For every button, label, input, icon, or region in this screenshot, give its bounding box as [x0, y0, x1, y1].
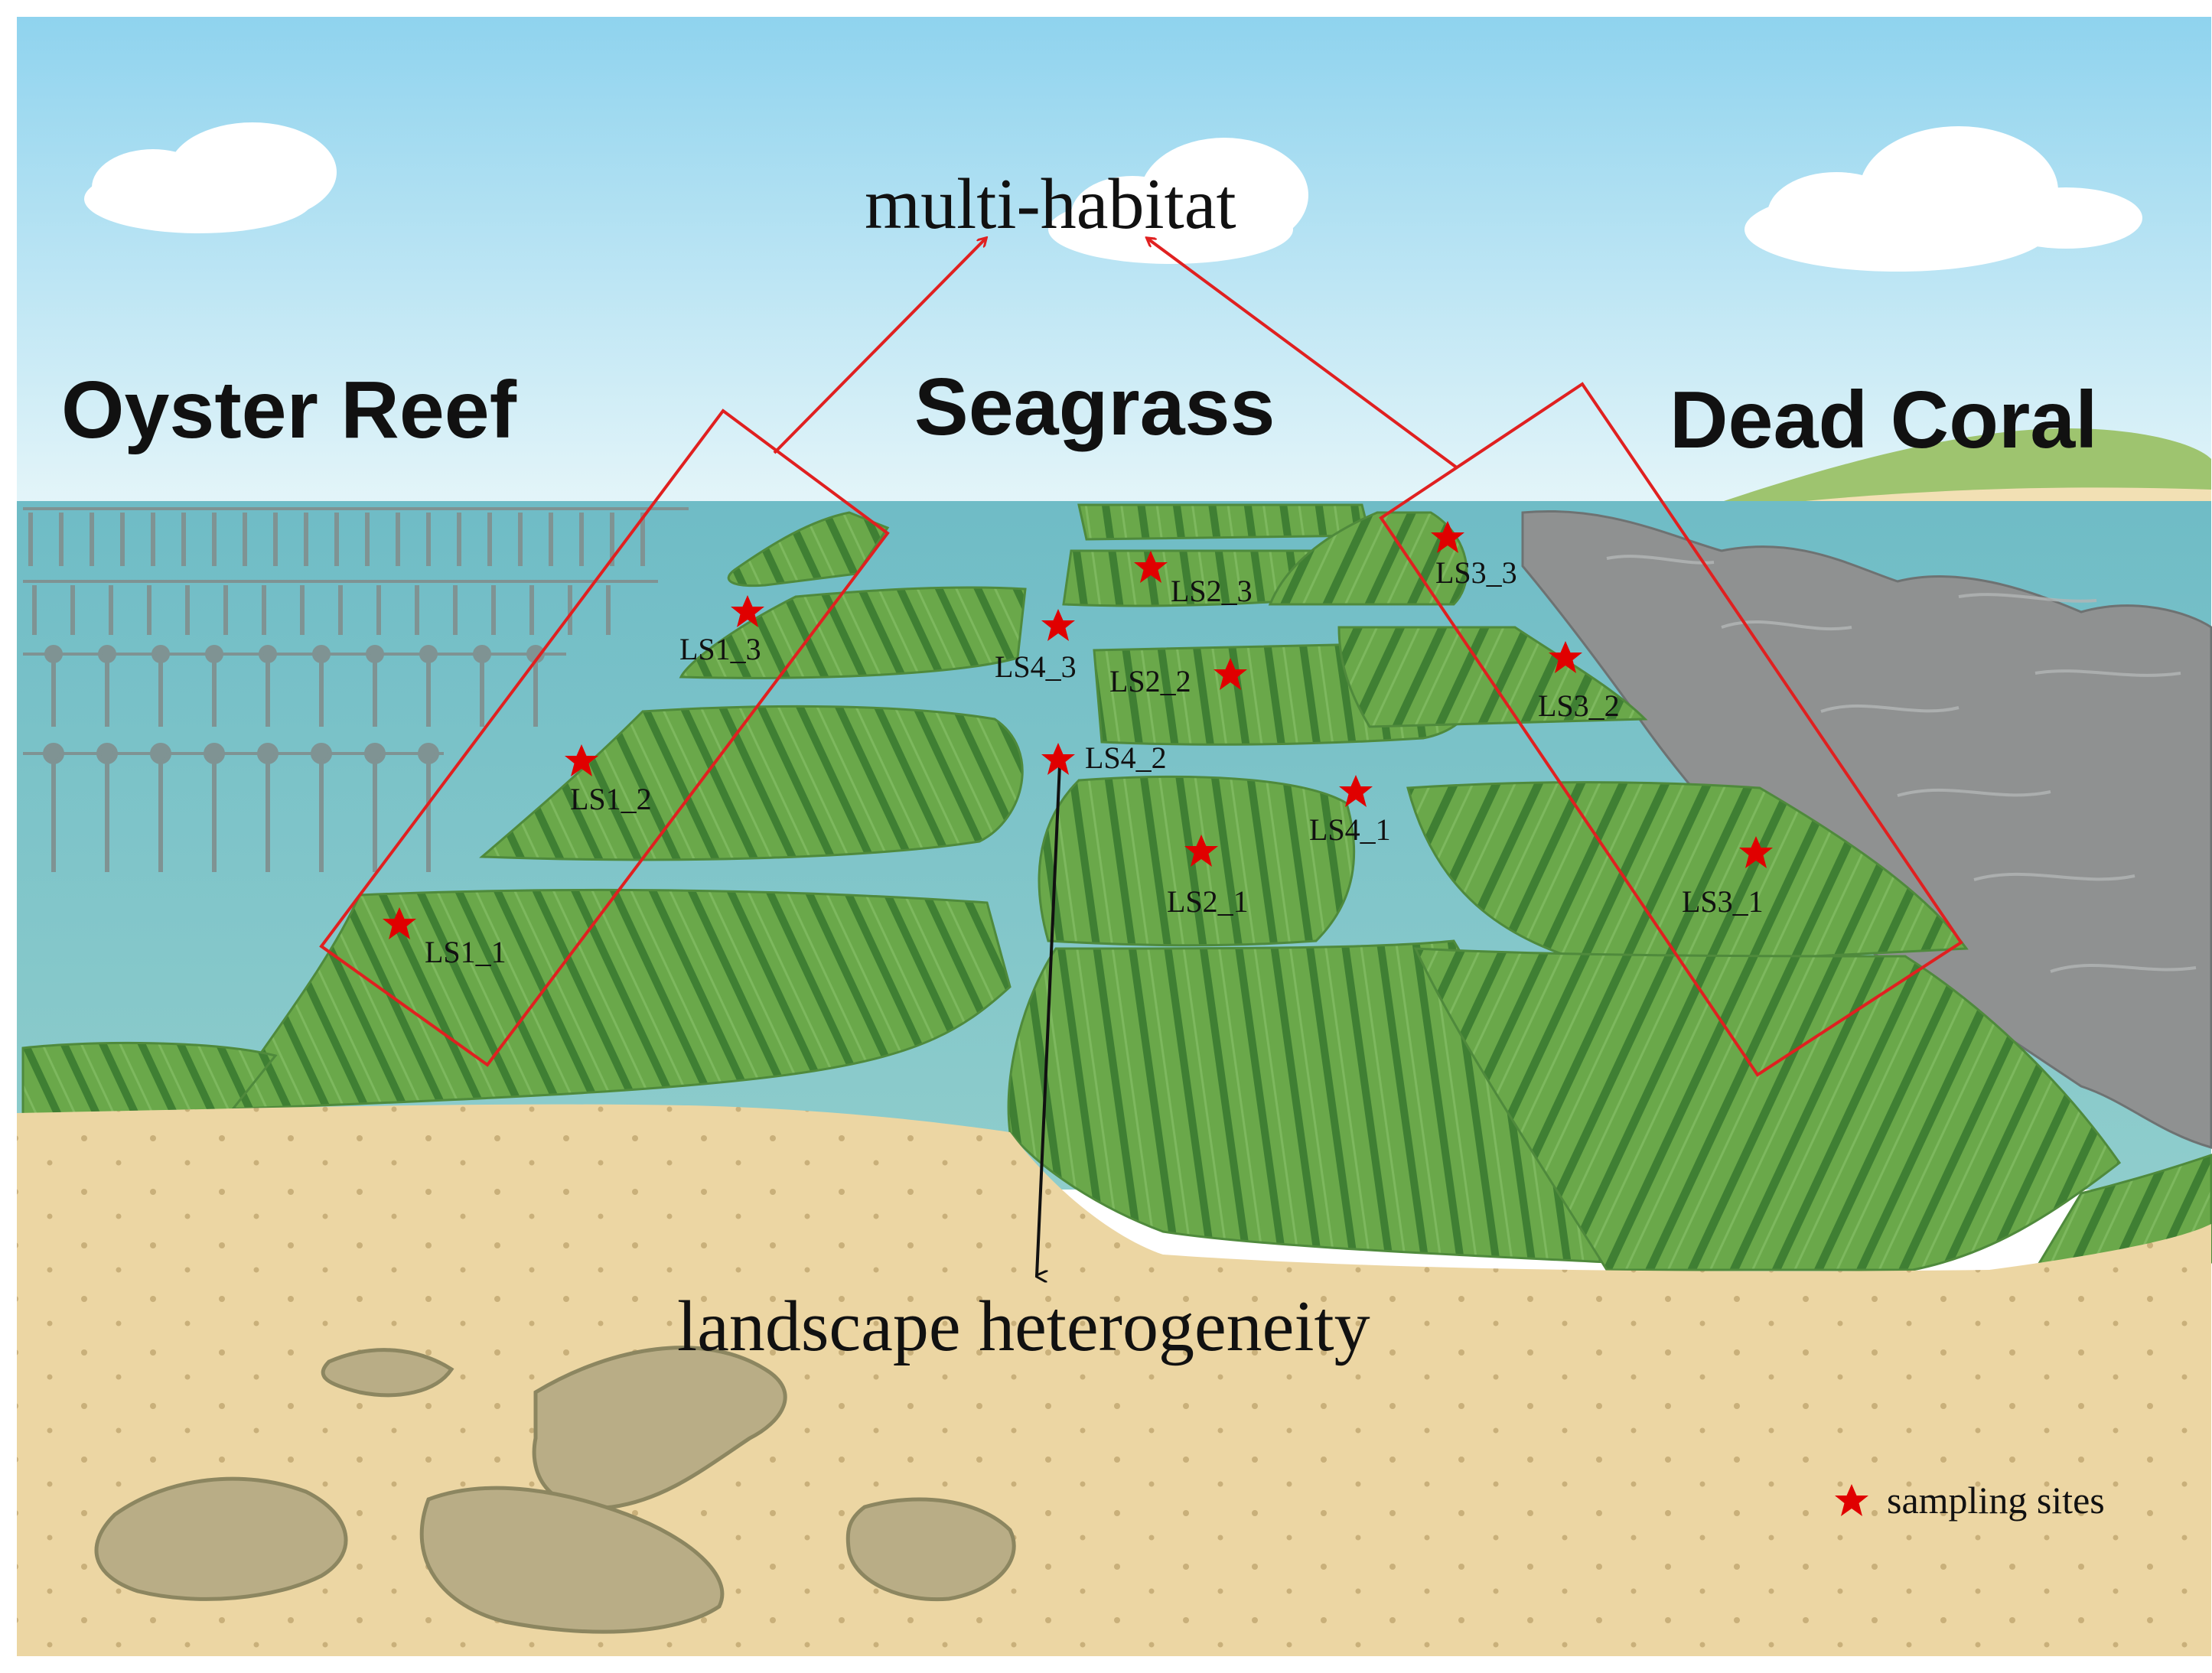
legend: sampling sites [1835, 1479, 2105, 1522]
multi-habitat-arrows [773, 239, 1459, 470]
site-label-ls2-1: LS2_1 [1167, 884, 1249, 919]
oyster-racks [23, 507, 689, 872]
habitat-label-seagrass: Seagrass [914, 362, 1275, 452]
site-label-ls1-2: LS1_2 [570, 782, 652, 816]
coral-highlights [1606, 555, 2197, 973]
sampling-site-labels: LS1_1 LS1_2 LS1_3 LS2_1 LS2_2 LS2_3 LS3_… [425, 555, 1764, 969]
oyster-reef-outline [319, 408, 890, 1067]
site-label-ls3-3: LS3_3 [1435, 555, 1517, 590]
habitat-label-oyster-reef: Oyster Reef [61, 365, 517, 455]
site-label-ls3-2: LS3_2 [1538, 688, 1620, 723]
habitat-label-dead-coral: Dead Coral [1670, 375, 2098, 465]
concept-landscape-heterogeneity: landscape heterogeneity [677, 1287, 1370, 1366]
concept-multi-habitat: multi-habitat [865, 164, 1236, 244]
habitat-outlines [319, 382, 1963, 1077]
site-label-ls1-3: LS1_3 [679, 632, 761, 666]
arrow-left-to-multi-habitat [773, 239, 985, 454]
arrow-to-landscape-heterogeneity [1037, 764, 1061, 1276]
site-label-ls1-1: LS1_1 [425, 935, 507, 969]
site-label-ls4-3: LS4_3 [995, 649, 1077, 684]
clouds [84, 122, 2142, 272]
site-label-ls2-3: LS2_3 [1171, 574, 1253, 608]
site-label-ls3-1: LS3_1 [1682, 884, 1764, 919]
seagrass-patches [21, 503, 2212, 1271]
site-label-ls4-1: LS4_1 [1309, 812, 1391, 847]
arrow-right-to-multi-habitat [1148, 239, 1459, 470]
mud-patches [94, 1346, 1016, 1634]
site-label-ls2-2: LS2_2 [1109, 664, 1191, 698]
site-label-ls4-2: LS4_2 [1085, 740, 1167, 775]
legend-label: sampling sites [1887, 1479, 2105, 1522]
dead-coral-outline [1379, 382, 1963, 1077]
